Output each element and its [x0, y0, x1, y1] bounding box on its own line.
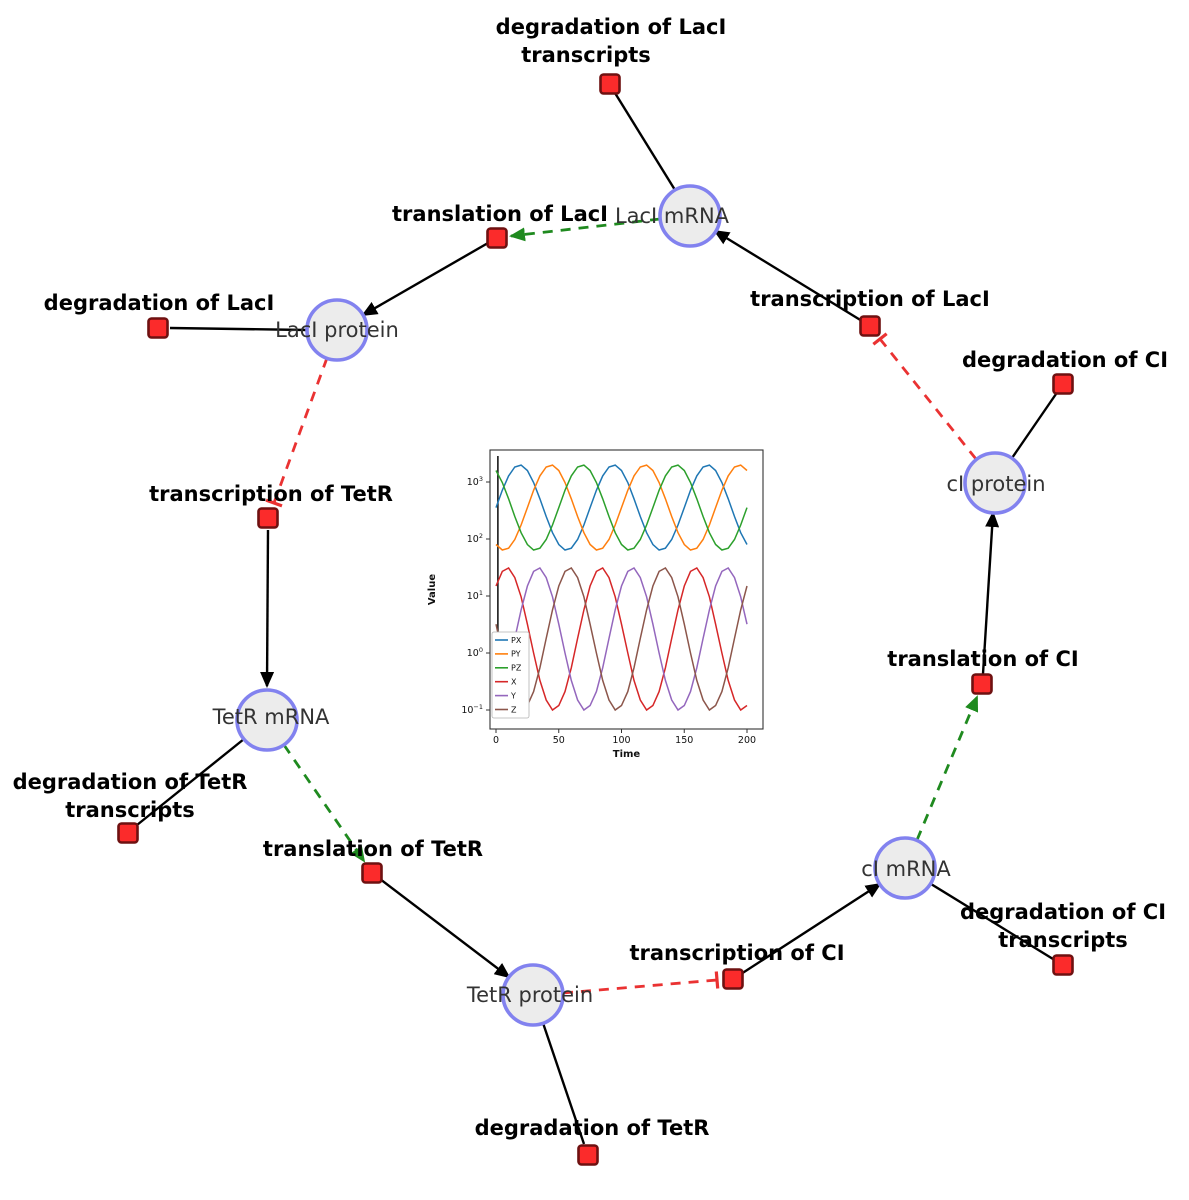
legend-label-Z: Z — [511, 705, 517, 714]
legend-label-PY: PY — [511, 650, 521, 659]
edge-ci-protein-degradation — [1011, 393, 1057, 459]
reaction-node-degradation-laci — [147, 317, 169, 339]
species-label-ci-protein: cI protein — [946, 472, 1045, 496]
series-line-PY — [495, 464, 748, 551]
series-line-X — [495, 567, 748, 712]
species-node-laci-protein — [305, 298, 369, 362]
reaction-label-degradation-laci-transcripts: degradation of LacI — [496, 15, 727, 39]
reaction-label-degradation-ci-transcripts: transcripts — [998, 928, 1128, 952]
node-layer — [117, 73, 1074, 1166]
species-label-laci-mrna: LacI mRNA — [615, 204, 730, 228]
reaction-label-translation-tetr: translation of TetR — [263, 837, 483, 861]
reaction-node-degradation-ci-transcripts — [1052, 954, 1074, 976]
y-tick-label: 10−1 — [461, 703, 483, 716]
reaction-label-degradation-ci: degradation of CI — [962, 348, 1168, 372]
series-line-PX — [495, 464, 748, 551]
x-tick-label: 150 — [675, 735, 693, 746]
edge-layer — [136, 92, 1057, 1145]
edge-transcription-to-laci-mrna — [713, 229, 863, 323]
edge-tetr-protein-degradation — [541, 1022, 586, 1145]
reaction-label-translation-ci: translation of CI — [887, 647, 1078, 671]
species-label-laci-protein: LacI protein — [275, 318, 399, 342]
edge-translation-to-tetr-protein — [379, 878, 511, 979]
reaction-node-degradation-tetr — [577, 1144, 599, 1166]
species-label-ci-mrna: cI mRNA — [861, 857, 951, 881]
reaction-label-transcription-tetr: transcription of TetR — [149, 482, 393, 506]
legend-label-PZ: PZ — [511, 664, 522, 673]
x-tick-label: 50 — [553, 735, 565, 746]
reaction-label-degradation-tetr-transcripts: transcripts — [65, 798, 195, 822]
reaction-label-degradation-laci: degradation of LacI — [44, 291, 275, 315]
edge-laci-mrna-degradation — [613, 92, 677, 191]
reaction-node-degradation-tetr-transcripts — [117, 822, 139, 844]
edge-tetr-mrna-degradation — [136, 738, 245, 826]
reaction-label-translation-laci: translation of LacI — [392, 202, 608, 226]
edge-tetr-mrna-to-translation — [282, 744, 366, 863]
species-label-tetr-mrna: TetR mRNA — [212, 705, 330, 729]
reaction-node-transcription-tetr — [257, 507, 279, 529]
reaction-label-degradation-tetr-transcripts: degradation of TetR — [13, 770, 248, 794]
reaction-label-degradation-laci-transcripts: transcripts — [521, 43, 651, 67]
reaction-node-translation-tetr — [361, 862, 383, 884]
edge-tetr-protein-inhibits-ci-transcription — [562, 971, 720, 995]
x-tick-label: 200 — [738, 735, 756, 746]
chart-plot-area — [489, 449, 764, 730]
reaction-label-degradation-tetr: degradation of TetR — [475, 1116, 710, 1140]
reaction-node-degradation-laci-transcripts — [599, 73, 621, 95]
reaction-node-translation-ci — [971, 673, 993, 695]
edge-laci-protein-degradation — [169, 326, 308, 332]
edge-ci-mrna-degradation — [930, 882, 1054, 961]
species-node-tetr-mrna — [235, 688, 299, 752]
legend-label-PX: PX — [511, 636, 522, 645]
series-line-Z — [495, 567, 748, 712]
reaction-node-translation-laci — [486, 227, 508, 249]
edge-transcription-to-tetr-mrna — [260, 529, 275, 688]
y-tick-label: 101 — [467, 589, 483, 602]
series-line-PZ — [495, 464, 748, 551]
legend-label-X: X — [511, 678, 517, 687]
reaction-node-transcription-laci — [859, 315, 881, 337]
x-axis-label: Time — [613, 749, 641, 760]
edge-translation-to-laci-protein — [361, 241, 489, 317]
legend-label-Y: Y — [510, 691, 516, 700]
edge-laci-mrna-to-translation — [509, 217, 661, 242]
x-tick-label: 0 — [493, 735, 499, 746]
y-tick-label: 102 — [467, 532, 483, 545]
reaction-label-transcription-laci: transcription of LacI — [750, 287, 990, 311]
y-tick-label: 103 — [467, 475, 483, 488]
edge-laci-protein-inhibits-tetr-transcription — [265, 357, 329, 508]
series-line-Y — [495, 567, 748, 712]
species-node-laci-mrna — [658, 184, 722, 248]
species-node-ci-mrna — [873, 836, 937, 900]
species-node-tetr-protein — [501, 963, 565, 1027]
reaction-label-degradation-ci-transcripts: degradation of CI — [960, 900, 1166, 924]
series-layer — [495, 464, 748, 712]
edge-ci-protein-inhibits-laci-transcription — [872, 332, 978, 460]
edge-translation-to-ci-protein — [981, 511, 1000, 675]
reaction-node-degradation-ci — [1052, 373, 1074, 395]
edge-transcription-to-ci-mrna — [740, 882, 882, 976]
species-node-ci-protein — [963, 451, 1027, 515]
y-tick-label: 100 — [467, 646, 483, 659]
x-tick-label: 100 — [612, 735, 630, 746]
species-label-tetr-protein: TetR protein — [466, 983, 593, 1007]
edge-ci-mrna-to-translation — [915, 695, 979, 841]
reaction-node-transcription-ci — [722, 968, 744, 990]
y-axis-label: Value — [427, 574, 438, 605]
reaction-label-transcription-ci: transcription of CI — [629, 941, 844, 965]
